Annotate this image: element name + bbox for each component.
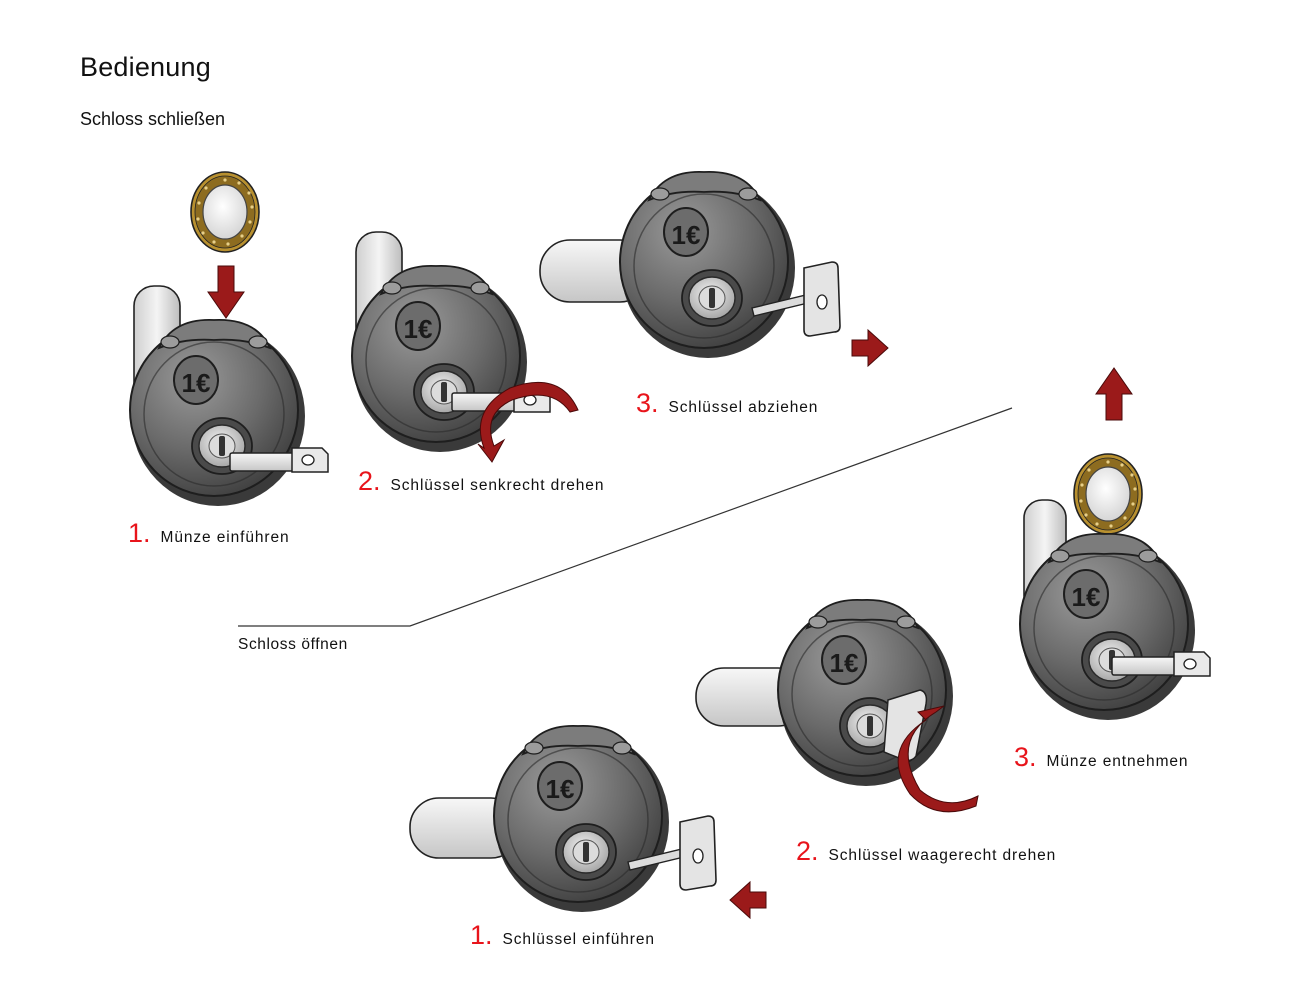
step-number: 1. [470, 920, 493, 950]
step-text: Schlüssel einführen [502, 931, 655, 948]
lock-body [493, 724, 670, 913]
close-step-2-label: 2. Schlüssel senkrecht drehen [358, 468, 604, 495]
open-step-2-label: 2. Schlüssel waagerecht drehen [796, 838, 1056, 865]
step-text: Schlüssel abziehen [668, 399, 819, 416]
arrow-left-icon [729, 881, 767, 919]
arrow-down-icon [207, 265, 245, 319]
arrow-up-icon [1095, 367, 1133, 421]
lock-badge: 1€ [546, 774, 575, 804]
lock-body [619, 170, 796, 359]
close-step-1-label: 1. Münze einführen [128, 520, 290, 547]
page-title: Bedienung [80, 52, 211, 82]
section-close-label: Schloss schließen [80, 109, 226, 129]
step-number: 1. [128, 518, 151, 548]
lock-badge: 1€ [182, 368, 211, 398]
close-step-3-illustration: 1€ [539, 170, 889, 367]
coin-icon [190, 171, 260, 253]
lock-badge: 1€ [1072, 582, 1101, 612]
step-number: 3. [636, 388, 659, 418]
open-step-1-illustration: 1€ [409, 724, 767, 919]
open-step-3-illustration: 1€ [1019, 367, 1211, 721]
lock-body [1019, 532, 1196, 721]
lock-body [129, 318, 306, 507]
step-text: Schlüssel waagerecht drehen [828, 847, 1057, 864]
rotate-arrow-icon [897, 705, 979, 813]
close-step-3-label: 3. Schlüssel abziehen [636, 390, 818, 417]
open-step-3-label: 3. Münze entnehmen [1014, 744, 1188, 771]
step-text: Münze entnehmen [1046, 753, 1189, 770]
open-step-1-label: 1. Schlüssel einführen [470, 922, 655, 949]
step-text: Münze einführen [160, 529, 290, 546]
step-text: Schlüssel senkrecht drehen [390, 477, 605, 494]
step-number: 2. [358, 466, 381, 496]
lock-badge: 1€ [672, 220, 701, 250]
section-divider [238, 407, 1013, 627]
lock-badge: 1€ [404, 314, 433, 344]
step-number: 3. [1014, 742, 1037, 772]
section-open-label: Schloss öffnen [238, 636, 348, 653]
close-step-2-illustration: 1€ [351, 231, 579, 463]
step-number: 2. [796, 836, 819, 866]
lock-body [351, 264, 528, 453]
rotate-arrow-icon [477, 381, 579, 463]
close-step-1-illustration: 1€ [129, 171, 329, 507]
coin-icon [1073, 453, 1143, 535]
arrow-right-icon [851, 329, 889, 367]
open-step-2-illustration: 1€ [695, 598, 979, 813]
lock-body [777, 598, 954, 787]
lock-badge: 1€ [830, 648, 859, 678]
